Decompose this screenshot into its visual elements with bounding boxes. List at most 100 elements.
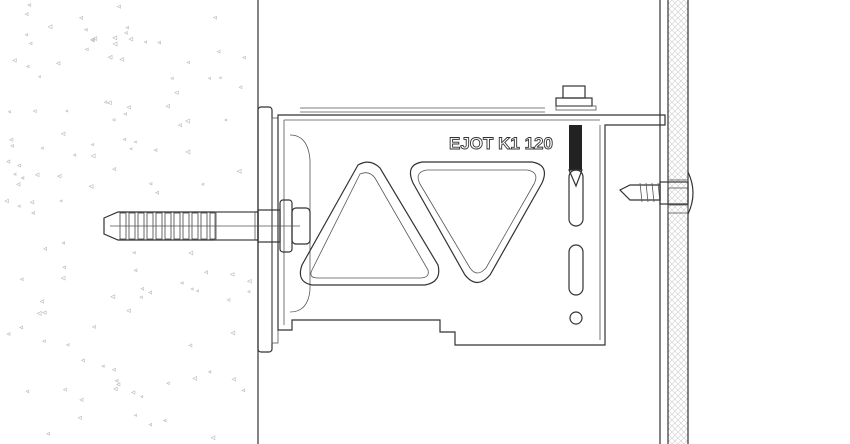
speckle: [153, 148, 158, 152]
speckle: [186, 60, 190, 65]
speckle: [223, 118, 227, 122]
speckle: [179, 281, 184, 285]
speckle: [226, 297, 231, 302]
speckle: [116, 4, 121, 9]
speckle: [155, 190, 159, 195]
speckle: [19, 277, 24, 282]
speckle: [195, 289, 199, 293]
speckle: [46, 431, 50, 436]
speckle: [123, 31, 128, 35]
speckle: [207, 76, 211, 80]
speckle: [125, 25, 129, 30]
speckle: [123, 112, 127, 116]
speckle: [143, 40, 147, 44]
speckle: [55, 61, 61, 66]
speckle: [24, 12, 29, 17]
triangle-cutout-down: [409, 161, 545, 284]
speckle: [126, 105, 131, 110]
concrete-speckles: [4, 3, 252, 441]
speckle: [238, 85, 243, 90]
speckle: [90, 153, 96, 159]
speckle: [28, 41, 33, 46]
speckle: [241, 55, 246, 60]
speckle: [162, 418, 167, 423]
speckle: [25, 389, 30, 394]
speckle: [129, 147, 133, 151]
speckle: [32, 109, 37, 114]
speckle: [184, 118, 190, 124]
speckle: [157, 40, 161, 45]
speckle: [133, 268, 138, 273]
speckle: [230, 330, 236, 336]
speckle: [6, 159, 11, 164]
speckle: [19, 325, 24, 330]
hole: [569, 311, 583, 325]
speckle: [60, 131, 66, 137]
speckle: [65, 109, 69, 113]
speckle: [231, 377, 236, 382]
speckle: [62, 387, 67, 392]
speckle: [101, 364, 105, 368]
speckle: [107, 100, 112, 106]
speckle: [139, 395, 144, 399]
speckle: [20, 176, 25, 180]
speckle: [113, 386, 118, 392]
speckle: [166, 381, 170, 385]
speckle: [122, 137, 127, 142]
speckle: [112, 35, 118, 41]
speckle: [216, 49, 221, 54]
speckle: [207, 370, 212, 374]
speckle: [12, 172, 17, 176]
speckle: [148, 290, 152, 295]
triangle-cutout-up: [299, 161, 440, 286]
speckle: [170, 76, 174, 81]
bracket-label: EJOT K1 120: [449, 134, 553, 153]
speckle: [110, 294, 116, 300]
wall-dowel: [103, 199, 311, 253]
speckle: [24, 33, 28, 37]
speckle: [40, 146, 44, 150]
speckle: [78, 15, 83, 20]
speckle: [59, 199, 63, 203]
speckle: [114, 378, 119, 383]
slot-upper: [568, 169, 584, 227]
hex-bolt: [555, 85, 597, 188]
speckle: [90, 38, 94, 43]
speckle: [72, 153, 77, 157]
speckle: [92, 36, 98, 41]
speckle: [241, 388, 246, 393]
speckle: [246, 289, 251, 294]
speckle: [116, 382, 121, 387]
speckle: [119, 57, 124, 62]
speckle: [16, 182, 21, 187]
speckle: [62, 265, 66, 270]
speckle: [4, 198, 9, 204]
speckle: [192, 375, 198, 381]
bracket: EJOT K1 120: [277, 107, 666, 346]
speckle: [57, 174, 62, 179]
speckle: [133, 413, 137, 417]
speckle: [140, 286, 145, 291]
speckle: [177, 123, 182, 128]
speckle: [9, 137, 14, 142]
speckle: [79, 397, 84, 402]
speckle: [130, 390, 136, 395]
self-drilling-screw: [618, 171, 694, 215]
speckle: [236, 168, 242, 174]
speckle: [210, 435, 216, 441]
speckle: [42, 310, 47, 315]
speckle: [80, 358, 85, 363]
speckle: [12, 58, 17, 63]
speckle: [61, 241, 65, 245]
speckle: [34, 172, 40, 178]
speckle: [185, 149, 191, 155]
speckle: [188, 250, 194, 256]
speckle: [139, 295, 143, 300]
speckle: [84, 47, 89, 52]
speckle: [103, 100, 108, 104]
speckle: [188, 343, 193, 348]
speckle: [37, 75, 41, 79]
facade-panel: [659, 0, 689, 444]
speckle: [84, 27, 88, 32]
